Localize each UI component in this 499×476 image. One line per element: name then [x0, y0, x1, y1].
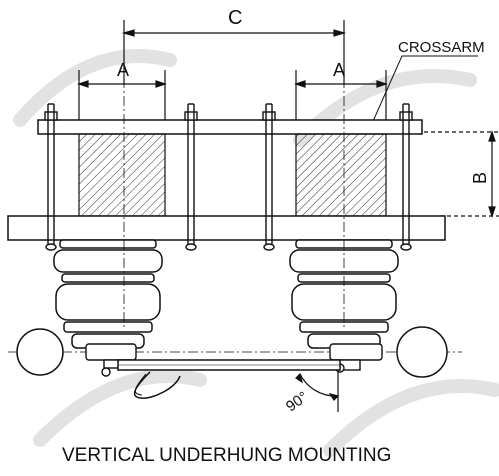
- hook: [133, 371, 181, 399]
- dimension-c: [121, 20, 347, 85]
- bolt-1: [44, 103, 58, 251]
- mounting-bolts: [44, 103, 413, 251]
- corona-rings: [16, 326, 448, 378]
- dim-a-left-label: A: [117, 60, 129, 80]
- upper-crossarm: [37, 119, 423, 135]
- angle-marker: [295, 370, 340, 412]
- dim-b-label: B: [470, 172, 490, 184]
- clamp-left: [85, 343, 137, 377]
- corona-ring-right: [396, 326, 448, 378]
- spacer-block-left: [78, 133, 166, 217]
- figure-caption: VERTICAL UNDERHUNG MOUNTING: [62, 445, 391, 466]
- insulator-left: [53, 239, 163, 362]
- insulator-right: [289, 239, 399, 349]
- crossarm-leader: [369, 55, 478, 129]
- spacer-block-right: [295, 133, 387, 217]
- bolt-3: [262, 103, 276, 251]
- spreader-bar: [117, 359, 341, 371]
- dim-c-label: C: [228, 7, 242, 29]
- dimension-b: [410, 130, 499, 218]
- corona-ring-left: [16, 328, 64, 376]
- dimension-a-right: [294, 70, 388, 120]
- crossarm-label: CROSSARM: [398, 39, 485, 56]
- dim-a-right-label: A: [333, 60, 345, 80]
- bolt-2: [184, 103, 198, 251]
- dimension-a-left: [77, 70, 167, 120]
- bolt-4: [399, 103, 413, 251]
- angle-label: 90°: [283, 388, 311, 415]
- lower-crossarm: [7, 215, 446, 241]
- centerlines: [123, 60, 345, 330]
